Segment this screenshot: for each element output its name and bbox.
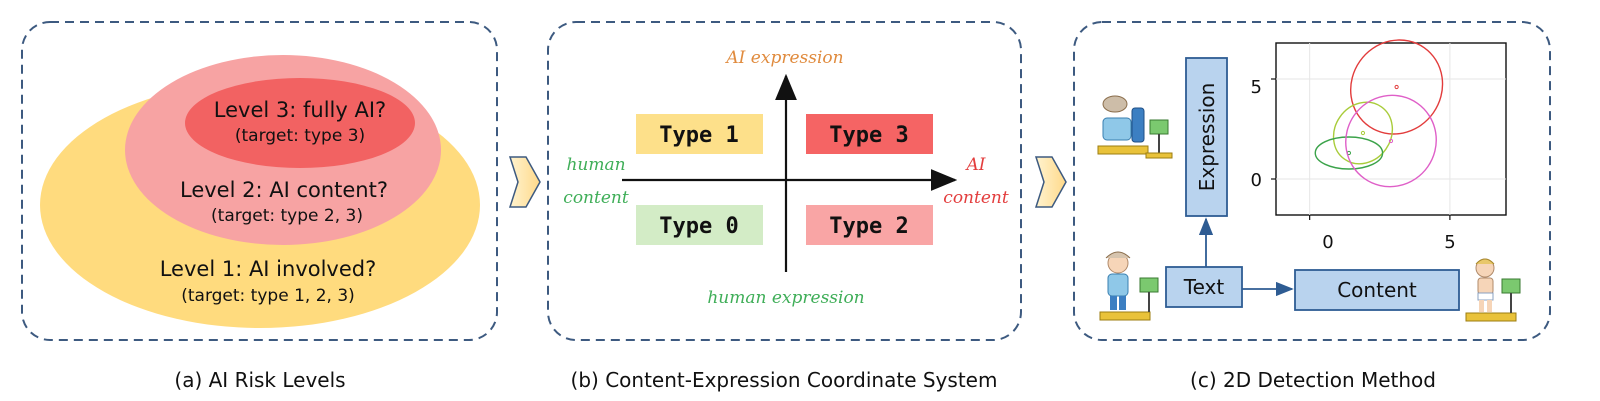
axis-top-label: AI expression: [724, 48, 843, 68]
panel-a: Level 3: fully AI? (target: type 3) Leve…: [21, 21, 498, 392]
expression-label: Expression: [1195, 83, 1219, 192]
density-ellipse-0: [1349, 39, 1444, 135]
type1-box: [636, 114, 763, 154]
content-label: Content: [1337, 278, 1417, 302]
caption-c: (c) 2D Detection Method: [1190, 368, 1436, 392]
child-dressed-scale-icon: [1099, 251, 1159, 321]
mini-scatter-chart: [1271, 39, 1507, 220]
type0-box: [636, 205, 763, 245]
caption-b: (b) Content-Expression Coordinate System: [571, 368, 998, 392]
level3-ellipse: [185, 78, 415, 168]
ellipse-center-point-3: [1388, 138, 1394, 144]
x-tick-0: 0: [1322, 232, 1333, 253]
level1-title: Level 1: AI involved?: [160, 257, 377, 281]
y-tick-5: 5: [1251, 77, 1262, 98]
type3-label: Type 3: [829, 123, 908, 148]
y-tick-0: 0: [1251, 170, 1262, 191]
density-ellipse-3: [1345, 94, 1437, 188]
text-label: Text: [1183, 275, 1225, 299]
type2-box: [806, 205, 933, 245]
axis-right-label-1: AI: [965, 155, 986, 175]
panel-c-frame: [1073, 21, 1551, 341]
level1-target: (target: type 1, 2, 3): [181, 286, 355, 306]
ellipse-center-point-0: [1394, 84, 1399, 90]
level2-target: (target: type 2, 3): [211, 206, 363, 226]
content-box: [1294, 269, 1460, 311]
expression-box: [1185, 57, 1228, 217]
child-undressed-scale-icon: [1465, 258, 1521, 322]
density-ellipse-2: [1314, 136, 1384, 170]
panel-b-frame: [547, 21, 1022, 341]
ellipse-center-point-1: [1360, 130, 1366, 136]
type0-label: Type 0: [659, 214, 738, 239]
panel-c: Expression Text Content: [1073, 21, 1551, 392]
axis-right-label-2: content: [943, 188, 1009, 208]
density-ellipse-1: [1332, 101, 1394, 165]
chart-frame: [1275, 42, 1507, 216]
panel-b: Type 1 Type 3 Type 0 Type 2 AI expressio…: [547, 21, 1022, 392]
level2-title: Level 2: AI content?: [180, 178, 388, 202]
panel-a-frame: [21, 21, 498, 341]
level3-title: Level 3: fully AI?: [214, 98, 386, 122]
caption-a: (a) AI Risk Levels: [174, 368, 345, 392]
text-box: [1165, 266, 1243, 308]
type3-box: [806, 114, 933, 154]
chevron-arrow-icon: [508, 156, 541, 208]
clothing-scale-icon: [1097, 95, 1173, 159]
type1-label: Type 1: [659, 123, 738, 148]
chevron-arrow-icon: [1034, 156, 1067, 208]
level3-target: (target: type 3): [235, 126, 365, 146]
axis-bottom-label: human expression: [707, 288, 864, 308]
axis-left-label-1: human: [566, 155, 625, 175]
axis-left-label-2: content: [563, 188, 629, 208]
type2-label: Type 2: [829, 214, 908, 239]
x-tick-5: 5: [1444, 232, 1455, 253]
